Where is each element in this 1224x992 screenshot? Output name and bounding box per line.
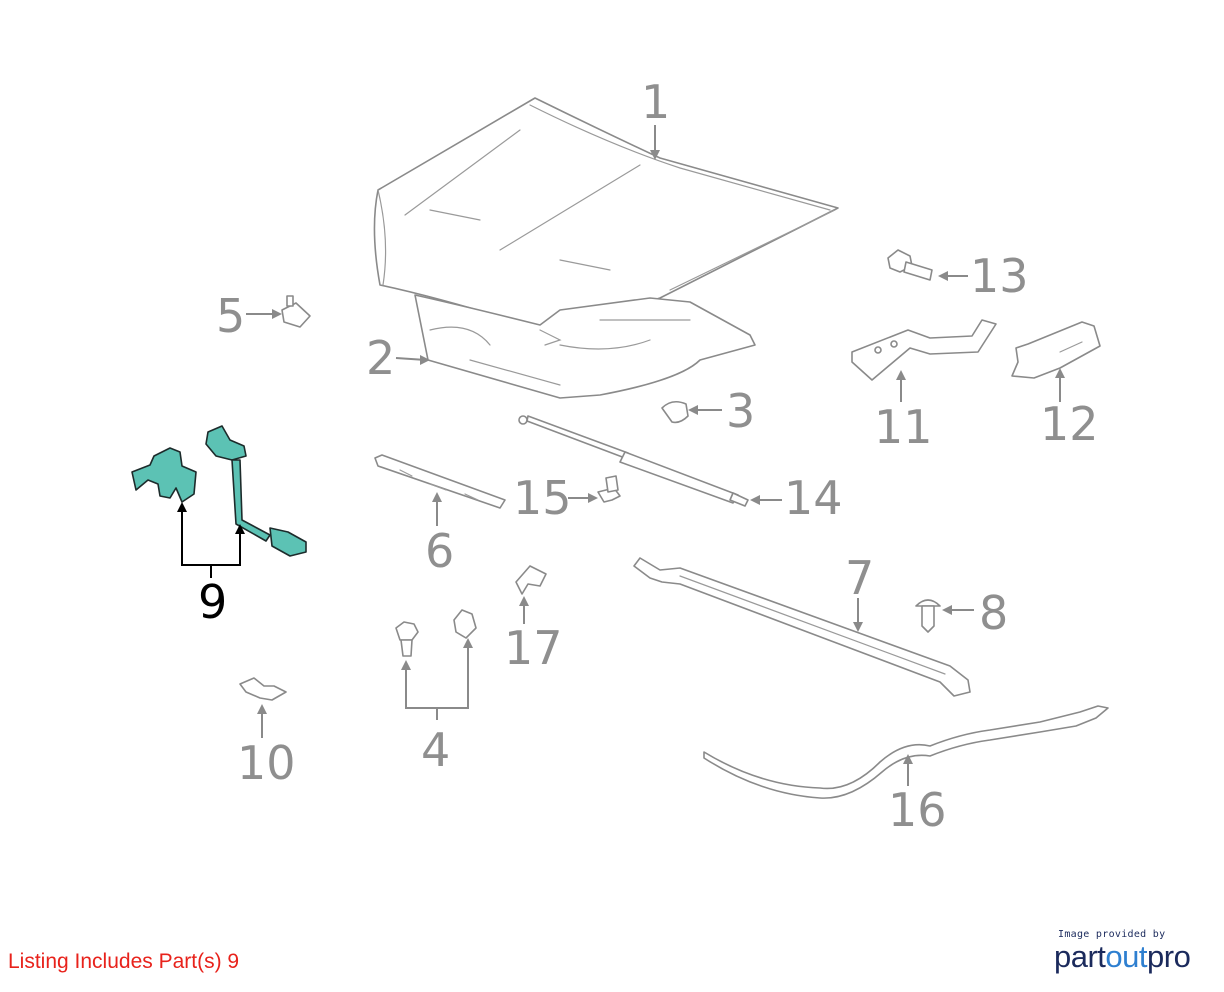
part-9-highlighted[interactable] — [131, 425, 307, 557]
part-6-seal[interactable] — [374, 454, 506, 509]
callout-6: 6 — [425, 524, 454, 578]
part-2-insulator[interactable] — [414, 294, 756, 399]
partoutpro-logo[interactable]: partoutpro — [1054, 940, 1204, 974]
part-12-bracket[interactable] — [1011, 321, 1101, 379]
part-11-hinge[interactable] — [851, 319, 997, 381]
callout-9: 9 — [198, 575, 227, 629]
callout-4: 4 — [421, 723, 450, 777]
image-credit: Image provided by partoutpro — [1054, 929, 1204, 974]
callout-12: 12 — [1040, 397, 1099, 451]
part-8-pushclip[interactable] — [915, 599, 941, 633]
part-13-bolt[interactable] — [887, 249, 933, 281]
part-3-cushion[interactable] — [661, 400, 689, 424]
callout-13: 13 — [970, 249, 1029, 303]
callout-16: 16 — [888, 783, 947, 837]
callout-15: 15 — [513, 471, 572, 525]
credit-caption: Image provided by — [1058, 929, 1166, 940]
part-14-strut[interactable] — [518, 415, 749, 507]
part-17-clip[interactable] — [515, 565, 547, 595]
callout-7: 7 — [845, 551, 874, 605]
callout-1: 1 — [641, 75, 670, 129]
logo-text-pro: pro — [1147, 939, 1191, 974]
part-10-clip[interactable] — [239, 677, 287, 701]
callout-11: 11 — [874, 400, 933, 454]
part-7-stay[interactable] — [633, 557, 971, 697]
part-5-stopper[interactable] — [281, 295, 311, 328]
callout-9-bracket — [181, 512, 241, 578]
part-4-fasteners[interactable] — [395, 609, 477, 657]
callout-17: 17 — [504, 621, 563, 675]
callout-8: 8 — [979, 586, 1008, 640]
callout-4-bracket — [405, 648, 469, 720]
part-15-bolt[interactable] — [597, 475, 621, 503]
logo-text-out: out — [1105, 939, 1148, 974]
part-1-hood[interactable] — [373, 97, 839, 333]
part-16-cable[interactable] — [703, 705, 1109, 799]
callout-14: 14 — [784, 471, 843, 525]
callout-3: 3 — [726, 384, 755, 438]
callout-10: 10 — [237, 736, 296, 790]
listing-note: Listing Includes Part(s) 9 — [8, 950, 240, 973]
logo-text-part: part — [1054, 939, 1106, 974]
callout-5: 5 — [216, 289, 245, 343]
callout-2: 2 — [366, 331, 395, 385]
